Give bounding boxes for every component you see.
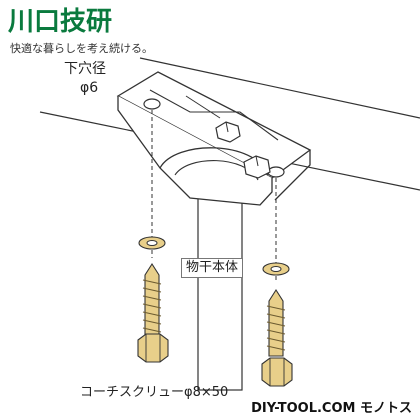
coach-screw-label: コーチスクリューφ8×50	[80, 385, 229, 400]
hex-nut-upper	[215, 121, 241, 143]
footer-site-name: DIY-TOOL.COM モノトス	[251, 401, 412, 416]
ceiling-line-upper	[139, 57, 420, 119]
washer-left	[138, 236, 166, 250]
pole-label: 物干本体	[181, 258, 244, 278]
coach-screw-right	[261, 288, 293, 387]
brand-logo: 川口技研 快適な暮らしを考え続ける。	[8, 8, 198, 56]
mounting-bracket	[116, 71, 312, 206]
screw-hole-left	[143, 98, 161, 110]
hex-nut-lower	[243, 155, 271, 179]
pilot-hole-size: φ6	[80, 80, 99, 96]
washer-right	[262, 262, 290, 276]
brand-name: 川口技研	[8, 7, 113, 37]
pilot-hole-title: 下穴径	[64, 61, 106, 77]
brand-tagline: 快適な暮らしを考え続ける。	[10, 42, 153, 55]
coach-screw-left	[137, 262, 169, 363]
